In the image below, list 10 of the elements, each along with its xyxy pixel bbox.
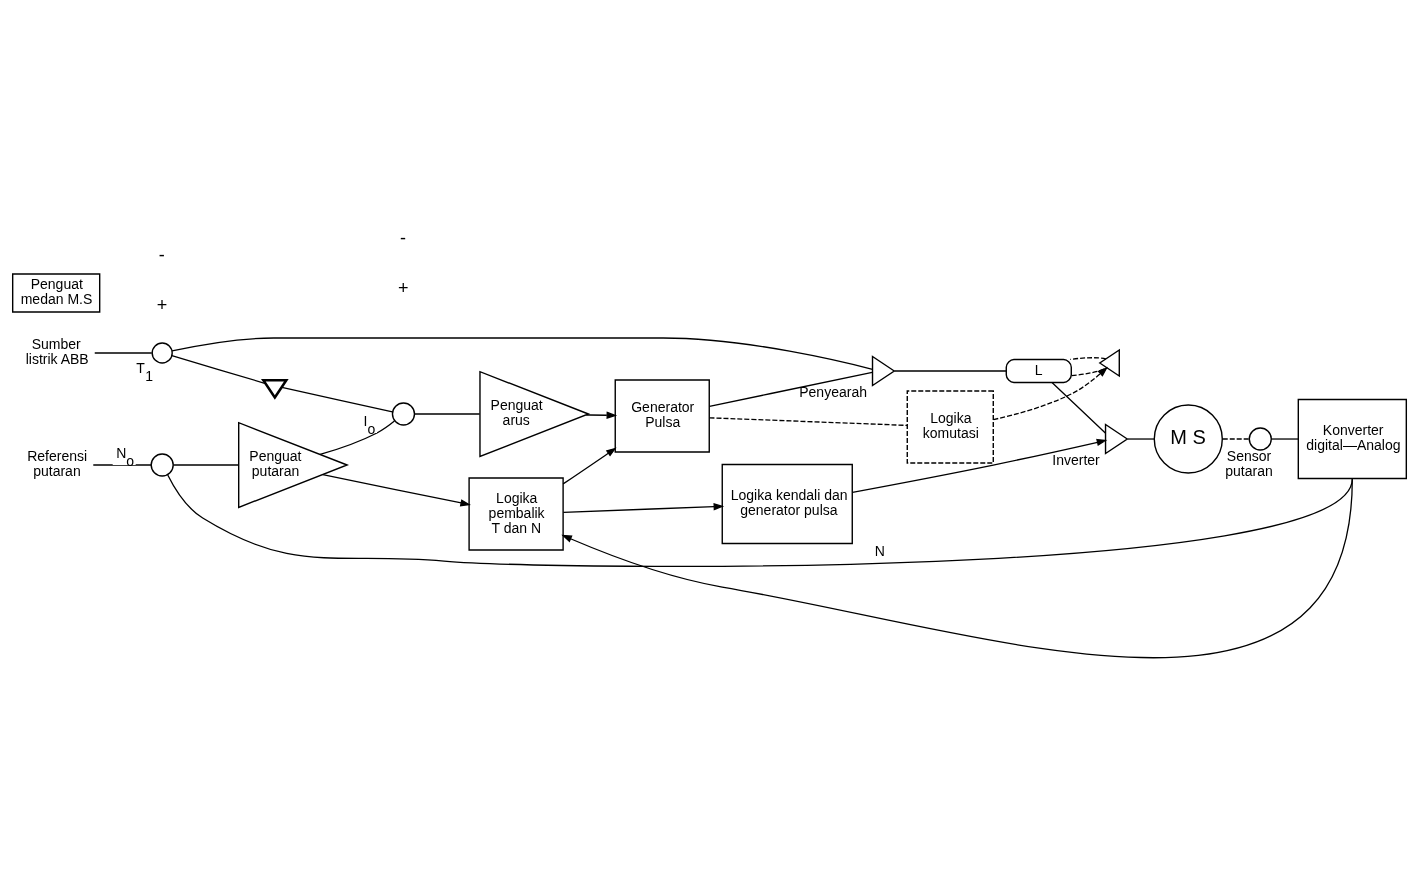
node-label: Inverter [1052, 451, 1100, 468]
label: - [399, 228, 406, 249]
node-text: Sumber listrik ABB [25, 336, 89, 368]
node-label: Sensor putaran [1225, 448, 1273, 480]
label: - [158, 245, 165, 266]
node-label: Penyearah [799, 383, 867, 400]
node-text: Referensi putaran [27, 448, 88, 480]
edge-label: N [874, 542, 885, 559]
label: + [156, 295, 168, 316]
label: + [397, 278, 409, 299]
